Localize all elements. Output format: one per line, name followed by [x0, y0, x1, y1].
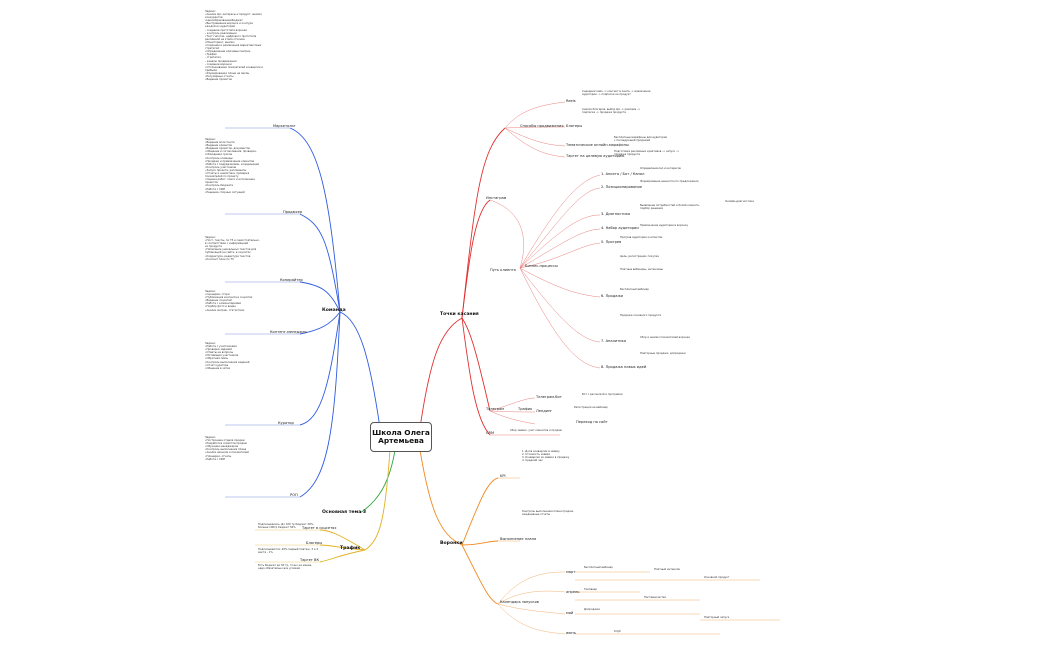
- touch-instagram[interactable]: Инстаграм: [486, 196, 507, 200]
- touch-business[interactable]: Бизнес-процессы: [525, 264, 558, 268]
- touch-tg-2-text: Регистрация на вебинар: [574, 406, 608, 409]
- cal-7: Повторный запуск: [704, 616, 730, 619]
- step-5-text: Прогрев аудитории контентом: [620, 236, 663, 239]
- team-branch-line: [339, 311, 381, 429]
- month-3: май: [566, 611, 574, 615]
- team-producer[interactable]: Продюсер: [283, 210, 303, 214]
- team-copywriter-tasks: Задачи: •Пост, тексты, по ТЗ и самостоят…: [205, 236, 260, 261]
- team-curator-tasks: Задачи: •Работа с участниками •Проверка …: [205, 342, 250, 370]
- step-7[interactable]: 7. Аналитика: [601, 339, 627, 343]
- team-curator[interactable]: Куратор: [278, 421, 294, 425]
- touch-tg-3[interactable]: Переход на сайт: [576, 420, 608, 424]
- team-pos[interactable]: РОП: [290, 493, 298, 497]
- team-marketer[interactable]: Маркетолог: [273, 124, 296, 128]
- traffic-vk-text: Есть бюджет до 50 тр, точно не менее, на…: [258, 564, 313, 571]
- funnel-fulfill[interactable]: Выполнение плана: [500, 537, 537, 541]
- step-6-d: Продажа основного продукта: [620, 314, 662, 317]
- touch-crm[interactable]: CRM: [486, 431, 495, 435]
- touch-marathons-text: Бесплатные марафоны для аудитории с посл…: [614, 136, 668, 143]
- cal-6: Допродажи: [584, 608, 600, 611]
- funnel-kpi[interactable]: KPI: [500, 474, 506, 478]
- traffic-target-vk[interactable]: Таргет ВК: [300, 558, 320, 562]
- step-6-b: Платные вебинары, интенсивы: [620, 268, 663, 271]
- touch-sales-steps[interactable]: Путь клиента: [490, 268, 516, 272]
- team-content-manager[interactable]: Контент-менеджер: [270, 330, 307, 334]
- step-1[interactable]: 1. Анкета / Бот / Канал: [601, 172, 645, 176]
- team-producer-tasks: Задачи: •Ведение ассистента •Ведение кли…: [205, 138, 259, 194]
- branch-main-topic-3[interactable]: Основная тема 3: [322, 510, 367, 515]
- branch-team[interactable]: Команда: [322, 308, 346, 313]
- month-1: март: [566, 570, 576, 574]
- step-8[interactable]: 8. Продажа новых идей: [601, 365, 647, 369]
- step-4-text: Привлечение аудитории в воронку: [640, 224, 689, 227]
- month-2: апрель: [566, 590, 580, 594]
- branch-funnels[interactable]: Воронки: [440, 541, 463, 546]
- touch-tg-1[interactable]: Телеграм-бот: [536, 395, 562, 399]
- touch-reels-text: Сценарии reels -> контент в ленте -> вов…: [582, 90, 651, 97]
- touch-bloggers-text: Анализ блогеров, выбор ЦА -> реклама -> …: [582, 108, 641, 115]
- step-5[interactable]: 5. Прогрев: [601, 240, 622, 244]
- cal-1: Бесплатный вебинар: [584, 566, 613, 569]
- funnel-kpi-text: 1. Доля конверсии в заявку 2. Стоимость …: [522, 450, 570, 463]
- step-3-side: Онлайн-диагностика: [725, 200, 754, 203]
- touch-bloggers[interactable]: Блогеры: [566, 124, 583, 128]
- step-3[interactable]: 3. Диагностика: [601, 212, 631, 216]
- main-topic-branch-line: [359, 449, 396, 514]
- step-1-text: Определение ЦА и интересов: [640, 167, 681, 170]
- step-6-c: Бесплатный вебинар: [620, 288, 649, 291]
- touch-promo[interactable]: Способы продвижения: [520, 124, 564, 128]
- cal-4: Трипваер: [584, 588, 597, 591]
- team-pos-tasks: Задачи: •Построение отдела продаж •Разра…: [205, 436, 249, 461]
- step-7-text: Сбор и анализ показателей воронки: [640, 336, 690, 339]
- step-6-a: Цель: регистрация, покупка: [620, 255, 659, 258]
- funnels-branch-line: [419, 449, 463, 546]
- funnel-calendar[interactable]: Календарь запусков: [500, 600, 539, 604]
- step-6[interactable]: 6. Продажи: [601, 294, 624, 298]
- funnel-fulfill-text: Контроль выполнения плана продаж, ежедне…: [522, 510, 574, 517]
- traffic-branch-line: [364, 449, 391, 551]
- step-4[interactable]: 4. Набор аудитории: [601, 226, 639, 230]
- cal-3: Основной продукт: [704, 576, 730, 579]
- branch-touchpoints[interactable]: Точки касания: [440, 312, 479, 317]
- step-3-text: Выявление потребностей и болей клиента, …: [640, 204, 700, 211]
- touch-target[interactable]: Таргет на целевую аудиторию: [566, 154, 625, 158]
- touch-marathons[interactable]: Тематические онлайн-марафоны: [566, 143, 629, 147]
- step-8-text: Повторные продажи, допродажи: [640, 352, 686, 355]
- touch-target-text: Подготовка рекламных креативов -> запуск…: [614, 150, 680, 157]
- team-copywriter[interactable]: Копирайтер: [280, 278, 303, 282]
- cal-2: Платный интенсив: [654, 568, 680, 571]
- cal-8: Клуб: [614, 630, 621, 633]
- touch-tg-traffic[interactable]: Трафик: [518, 407, 533, 411]
- traffic-target[interactable]: Таргет в соцсетях: [302, 526, 337, 530]
- touch-telegram[interactable]: Телеграм: [486, 407, 504, 411]
- touch-reels[interactable]: Reels: [566, 99, 576, 103]
- traffic-bloggers[interactable]: Блогеры: [306, 541, 323, 545]
- traffic-bloggers-text: Подписываются: 40% первый платеж, 3 и 4 …: [258, 548, 318, 555]
- traffic-target-text: Подписывались: До 100 тр бюджет 30%, бол…: [258, 523, 314, 530]
- month-4: июнь: [566, 631, 576, 635]
- step-2-text: Формирование ценностного предложения: [640, 180, 699, 183]
- touchpoints-branch-line: [419, 317, 463, 429]
- team-marketer-tasks: Задачи: •Анализ ЦА, интересы и продукт, …: [205, 10, 263, 82]
- step-2[interactable]: 2. Позиционирование: [601, 185, 643, 189]
- touch-tg-1-text: Бот с рассылкой и прогревом: [582, 393, 623, 396]
- team-content-tasks: Задачи: •Сценарии, стори •Публикация кон…: [205, 290, 253, 312]
- central-topic[interactable]: Школа Олега Артемьева: [370, 422, 432, 452]
- touch-crm-text: Сбор заявок, учет клиентов и продаж: [510, 429, 563, 432]
- touch-tg-2[interactable]: Лендинг: [536, 409, 553, 413]
- cal-5: Наставничество: [644, 596, 667, 599]
- branch-traffic[interactable]: Трафик: [340, 546, 361, 551]
